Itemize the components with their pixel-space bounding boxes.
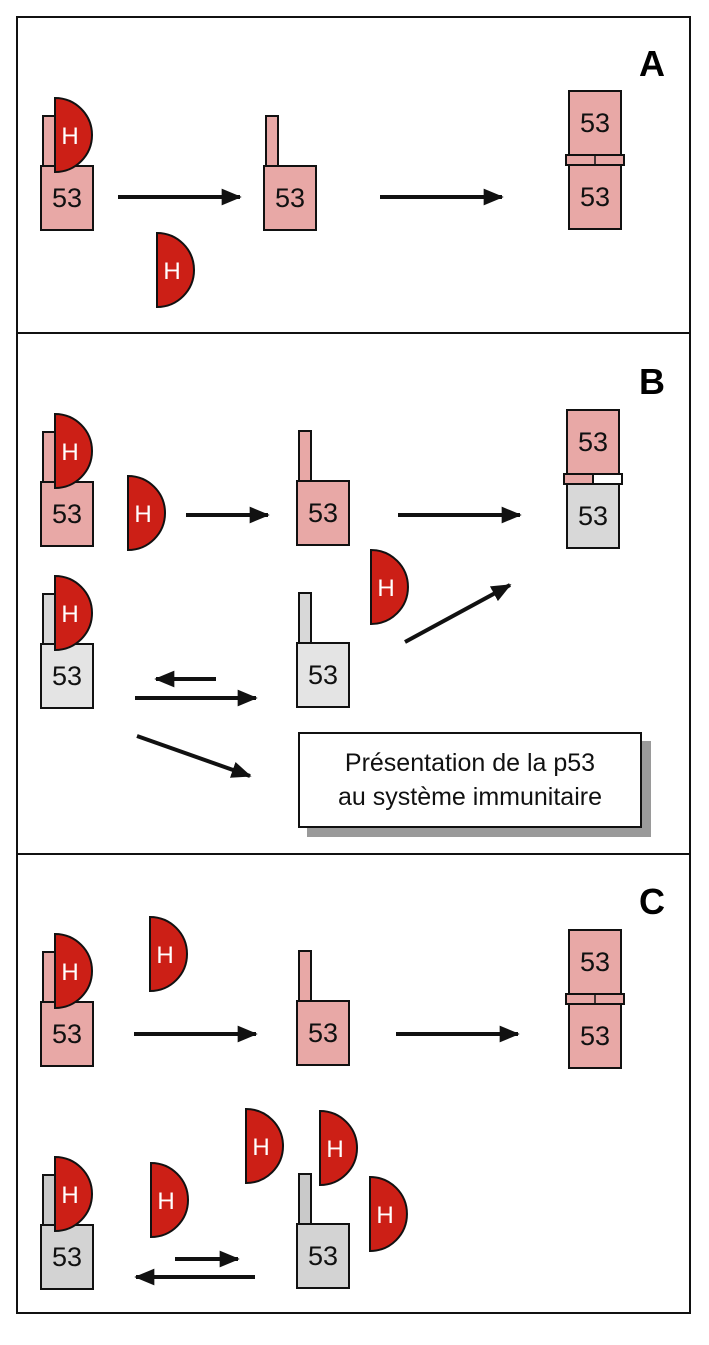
free-h-protein: H: [369, 1175, 408, 1253]
free-h-protein: H: [319, 1109, 358, 1187]
h-protein: [54, 1155, 93, 1233]
h-label: H: [156, 942, 173, 969]
panel-a: 53 H H 53 53 53: [40, 90, 625, 309]
p53-h-complex: 53 H: [40, 412, 94, 547]
arrow: [404, 583, 512, 644]
p53-label: 53: [580, 182, 610, 212]
p53-h-complex: 53 H: [40, 96, 94, 231]
p53-h-complex: 53 H: [40, 932, 94, 1067]
p53-label: 53: [308, 1018, 338, 1048]
free-h-protein: H: [127, 474, 166, 552]
p53-label: 53: [578, 501, 608, 531]
h-label: H: [134, 501, 151, 528]
caption-line-2: au système immunitaire: [338, 783, 602, 811]
caption-line-1: Présentation de la p53: [344, 749, 596, 777]
h-protein: [54, 932, 93, 1010]
p53-monomer: 53: [296, 950, 350, 1066]
h-label: H: [377, 575, 394, 602]
h-protein: [54, 574, 93, 652]
free-h-protein: H: [150, 1161, 189, 1239]
immune-presentation-box: Présentation de la p53 au système immuni…: [298, 732, 642, 828]
h-label: H: [61, 601, 78, 628]
p53-label: 53: [308, 1241, 338, 1271]
p53-heterodimer: 53 53: [563, 409, 623, 549]
mutant-p53-monomer: 53: [296, 592, 350, 708]
panel-b: 53 H H 53 53 53 H: [40, 409, 623, 778]
panel-letter-c: C: [639, 881, 665, 922]
p53-label: 53: [580, 947, 610, 977]
h-label: H: [61, 1182, 78, 1209]
h-label: H: [157, 1188, 174, 1215]
p53-label: 53: [308, 498, 338, 528]
p53-label: 53: [308, 660, 338, 690]
p53-monomer: 53: [263, 115, 317, 231]
p53-label: 53: [52, 1019, 82, 1049]
panel-letter-b: B: [639, 361, 665, 402]
h-label: H: [252, 1134, 269, 1161]
free-h-protein: H: [156, 231, 195, 309]
h-label: H: [61, 439, 78, 466]
p53-label: 53: [52, 1242, 82, 1272]
p53-dimer: 53 53: [565, 929, 625, 1069]
p53-label: 53: [578, 427, 608, 457]
panel-c: 53 H H 53 53 53 53 H: [40, 915, 625, 1290]
h-label: H: [326, 1136, 343, 1163]
p53-monomer: 53: [296, 430, 350, 546]
h-label: H: [61, 959, 78, 986]
mutant-p53-h-complex: 53 H: [40, 574, 94, 709]
p53-label: 53: [275, 183, 305, 213]
figure-frame: [16, 16, 691, 1314]
p53-label: 53: [580, 108, 610, 138]
h-label: H: [376, 1202, 393, 1229]
panel-letter-a: A: [639, 43, 665, 84]
p53-label: 53: [52, 183, 82, 213]
h-label: H: [61, 123, 78, 150]
free-h-protein: H: [149, 915, 188, 993]
h-protein: [54, 412, 93, 490]
p53-dimer: 53 53: [565, 90, 625, 230]
h-protein: [54, 96, 93, 174]
arrow: [136, 734, 252, 778]
p53-label: 53: [52, 661, 82, 691]
mutant-p53-monomer: 53: [296, 1173, 350, 1289]
mutant-p53-h-complex: 53 H: [40, 1155, 94, 1290]
free-h-protein: H: [245, 1107, 284, 1185]
p53-label: 53: [52, 499, 82, 529]
p53-label: 53: [580, 1021, 610, 1051]
h-label: H: [163, 258, 180, 285]
free-h-protein: H: [370, 548, 409, 626]
